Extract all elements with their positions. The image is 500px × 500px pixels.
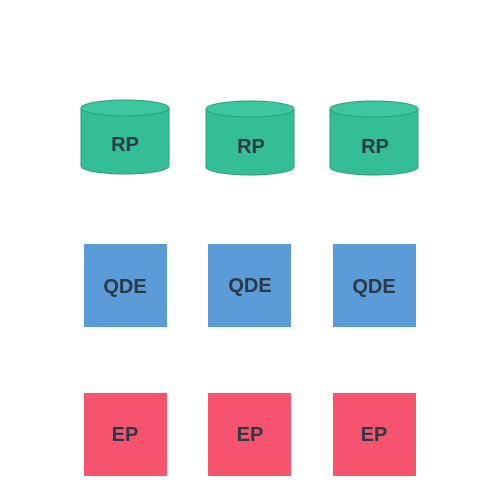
qde-node-3: QDE	[333, 244, 416, 327]
qde-node-2: QDE	[208, 244, 291, 327]
rp-label-3: RP	[361, 136, 389, 158]
ep-label-1: EP	[112, 424, 139, 446]
ep-node-3: EP	[333, 393, 416, 476]
qde-node-1: QDE	[84, 244, 167, 327]
ep-label-2: EP	[237, 424, 264, 446]
rp-node-3: RP	[329, 100, 419, 176]
qde-label-2: QDE	[228, 275, 271, 297]
ep-node-2: EP	[208, 393, 291, 476]
rp-node-1: RP	[80, 99, 170, 175]
rp-label-1: RP	[111, 134, 139, 156]
rp-label-2: RP	[237, 136, 265, 158]
ep-node-1: EP	[84, 393, 167, 476]
qde-label-3: QDE	[352, 276, 395, 298]
rp-node-2: RP	[205, 100, 295, 176]
ep-label-3: EP	[361, 424, 388, 446]
qde-label-1: QDE	[103, 276, 146, 298]
